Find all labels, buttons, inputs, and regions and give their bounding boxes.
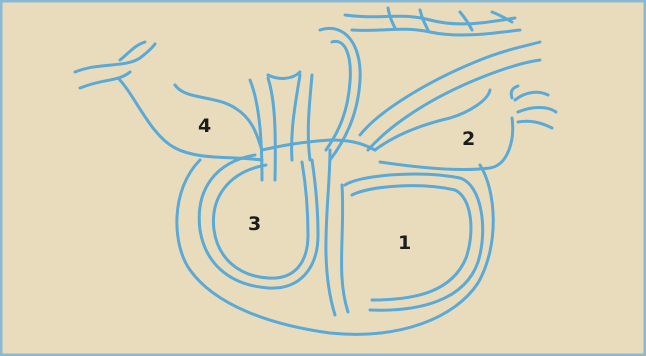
chamber-label-4: 4 xyxy=(198,115,211,137)
chamber-label-2: 2 xyxy=(462,128,475,150)
chamber-label-1: 1 xyxy=(398,232,411,254)
chamber-label-3: 3 xyxy=(248,213,261,235)
